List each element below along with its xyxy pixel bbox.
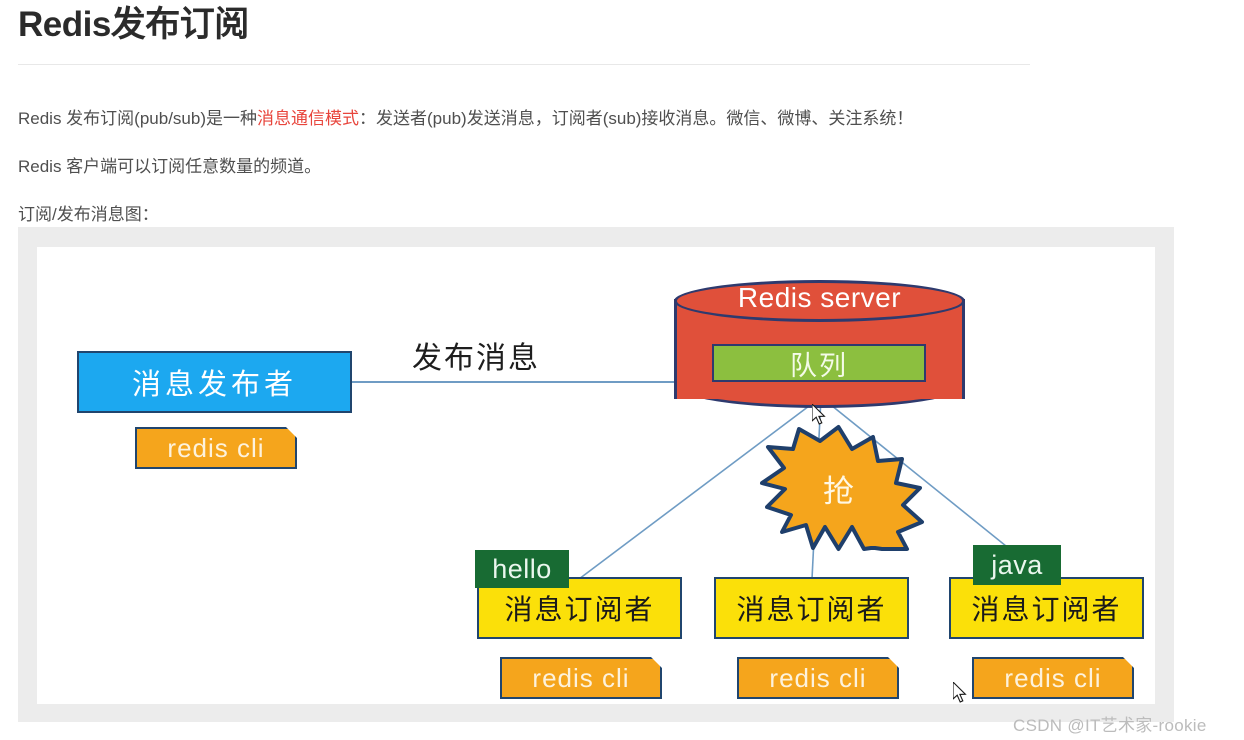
chip-subscriber-1-redis-cli-label: redis cli xyxy=(532,662,630,693)
paragraph-client: Redis 客户端可以订阅任意数量的频道。 xyxy=(18,157,322,176)
node-burst[interactable]: 抢 xyxy=(752,427,925,549)
chip-subscriber-3-redis-cli-label: redis cli xyxy=(1004,662,1102,693)
chip-publisher-redis-cli-label: redis cli xyxy=(167,432,265,463)
paragraph-intro-highlight: 消息通信模式 xyxy=(257,109,360,128)
node-queue-label: 队列 xyxy=(790,350,848,381)
node-subscriber-2-label: 消息订阅者 xyxy=(736,594,887,625)
paragraph-intro-part2: ：发送者(pub)发送消息，订阅者(sub)接收消息。微信、微博、关注系统！ xyxy=(359,109,914,128)
node-redis-server[interactable]: Redis server 队列 xyxy=(674,280,965,418)
mouse-cursor-icon xyxy=(812,404,826,425)
chip-subscriber-2-redis-cli[interactable]: redis cli xyxy=(737,657,899,699)
paragraph-figure-caption: 订阅/发布消息图： xyxy=(18,205,159,224)
mouse-cursor-icon xyxy=(953,682,967,703)
figure-container: 消息发布者 redis cli 发布消息 Redis server 队列 抢 xyxy=(18,227,1174,722)
paragraph-intro-part1: Redis 发布订阅(pub/sub)是一种 xyxy=(18,109,258,128)
tag-subscriber-java: java xyxy=(973,545,1061,585)
title-divider xyxy=(18,64,1030,65)
node-publisher[interactable]: 消息发布者 xyxy=(77,351,352,413)
csdn-watermark: CSDN @IT艺术家-rookie xyxy=(1013,716,1207,735)
node-queue[interactable]: 队列 xyxy=(712,344,926,382)
chip-subscriber-1-redis-cli[interactable]: redis cli xyxy=(500,657,662,699)
node-redis-server-label: Redis server xyxy=(737,282,902,313)
node-subscriber-2[interactable]: 消息订阅者 xyxy=(714,577,909,639)
cylinder-top xyxy=(674,280,965,322)
burst-star-shape xyxy=(760,425,924,551)
node-subscriber-1-label: 消息订阅者 xyxy=(504,594,655,625)
page-title: Redis发布订阅 xyxy=(18,5,249,44)
chip-publisher-redis-cli[interactable]: redis cli xyxy=(135,427,297,469)
node-subscriber-3-label: 消息订阅者 xyxy=(971,594,1122,625)
tag-subscriber-hello-label: hello xyxy=(492,553,552,584)
node-subscriber-1[interactable]: 消息订阅者 xyxy=(477,577,682,639)
figure-canvas: 消息发布者 redis cli 发布消息 Redis server 队列 抢 xyxy=(37,247,1155,704)
paragraph-intro: Redis 发布订阅(pub/sub)是一种消息通信模式：发送者(pub)发送消… xyxy=(18,107,913,131)
chip-subscriber-2-redis-cli-label: redis cli xyxy=(769,662,867,693)
edge-label-publish-message: 发布消息 xyxy=(412,342,540,375)
chip-subscriber-3-redis-cli[interactable]: redis cli xyxy=(972,657,1134,699)
node-burst-label: 抢 xyxy=(823,473,854,509)
pubsub-diagram: 消息发布者 redis cli 发布消息 Redis server 队列 抢 xyxy=(37,247,1155,704)
tag-subscriber-hello: hello xyxy=(475,550,569,588)
node-subscriber-3[interactable]: 消息订阅者 xyxy=(949,577,1144,639)
tag-subscriber-java-label: java xyxy=(991,549,1043,580)
node-publisher-label: 消息发布者 xyxy=(131,369,297,401)
